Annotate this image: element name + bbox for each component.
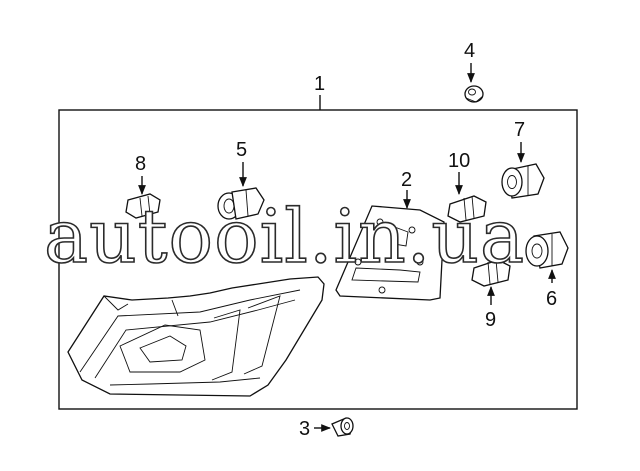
screw-part-3 xyxy=(331,417,354,437)
bulb-part-8 xyxy=(125,193,161,219)
mounting-plate xyxy=(335,205,445,301)
callout-5: 5 xyxy=(236,139,247,161)
callout-7: 7 xyxy=(514,119,525,141)
bulb-part-9 xyxy=(471,259,511,287)
callout-6: 6 xyxy=(546,288,557,310)
socket-part-5 xyxy=(217,187,265,220)
callout-1: 1 xyxy=(314,73,325,95)
callout-2: 2 xyxy=(401,169,412,191)
socket-part-7 xyxy=(501,163,545,199)
callout-9: 9 xyxy=(485,309,496,331)
watermark: autooil.in.ua xyxy=(44,194,525,280)
callout-10: 10 xyxy=(448,150,470,172)
callout-3: 3 xyxy=(299,418,310,440)
callout-4: 4 xyxy=(464,40,475,62)
tail-lamp-housing xyxy=(67,276,325,397)
nut-part-4 xyxy=(464,85,484,103)
assembly-frame xyxy=(58,109,578,410)
callout-8: 8 xyxy=(135,153,146,175)
socket-part-6 xyxy=(525,231,569,269)
bulb-part-10 xyxy=(447,195,487,223)
